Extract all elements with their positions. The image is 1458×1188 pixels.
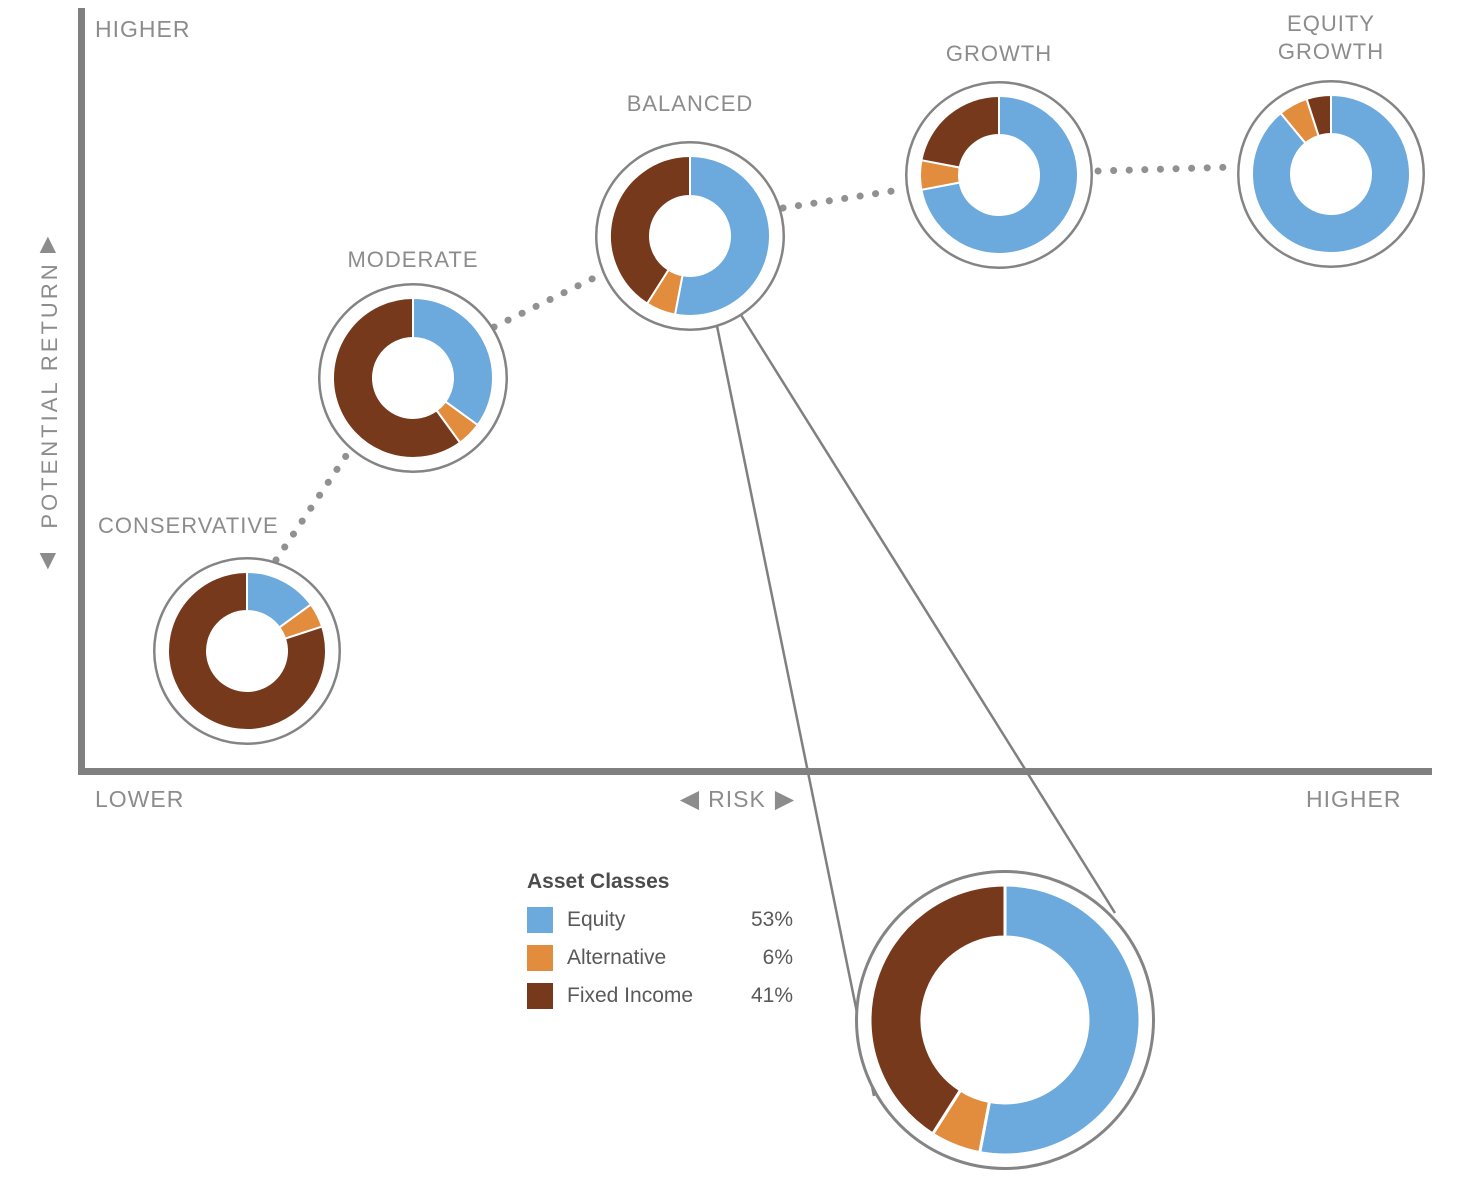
- legend-row-equity: Equity 53%: [527, 906, 793, 933]
- legend-value: 41%: [750, 983, 793, 1007]
- legend: Asset Classes Equity 53% Alternative 6% …: [527, 870, 793, 1020]
- legend-row-fixed-income: Fixed Income 41%: [527, 982, 793, 1009]
- x-axis-title: RISK: [708, 786, 766, 812]
- legend-label: Equity: [567, 907, 626, 931]
- donut-balanced-magnified: [855, 870, 1155, 1175]
- portfolio-title-moderate: MODERATE: [347, 247, 479, 272]
- callout-line-right: [739, 314, 1117, 914]
- x-axis-title-group: ◀ RISK ▶: [637, 786, 837, 813]
- legend-title: Asset Classes: [527, 870, 670, 893]
- x-axis-lower-label: LOWER: [95, 786, 185, 812]
- alternative-swatch-icon: [527, 944, 553, 971]
- x-axis-line: [78, 768, 1432, 775]
- legend-label: Alternative: [567, 945, 667, 969]
- y-axis-line: [78, 8, 85, 775]
- portfolio-title-equity-growth: EQUITY GROWTH: [1277, 11, 1385, 64]
- portfolio-title-conservative: CONSERVATIVE: [98, 513, 279, 538]
- arrow-left-icon: ◀: [679, 785, 700, 813]
- portfolio-title-balanced: BALANCED: [626, 91, 754, 116]
- dotted-connector-growth-equitygrowth: [1094, 163, 1240, 175]
- y-axis-title: POTENTIAL RETURN: [37, 261, 62, 529]
- dotted-connector-balanced-growth: [779, 186, 903, 212]
- donut-equity-growth: [1237, 80, 1425, 273]
- legend-value: 53%: [750, 907, 793, 931]
- fixed-income-swatch-icon: [527, 982, 553, 1009]
- legend-value: 6%: [762, 945, 793, 969]
- x-axis-higher-label: HIGHER: [1306, 786, 1402, 812]
- arrow-right-icon: ▶: [774, 785, 795, 813]
- donut-conservative: [153, 557, 341, 750]
- y-axis-higher-label: HIGHER: [95, 16, 191, 42]
- donut-balanced: [595, 141, 785, 336]
- legend-label: Fixed Income: [567, 983, 694, 1007]
- donut-growth: [905, 81, 1093, 274]
- legend-row-alternative: Alternative 6%: [527, 944, 793, 971]
- arrow-down-icon: ▼: [34, 544, 62, 575]
- equity-swatch-icon: [527, 906, 553, 933]
- portfolio-title-growth: GROWTH: [945, 41, 1053, 66]
- arrow-up-icon: ▲: [34, 228, 62, 259]
- donut-moderate: [318, 283, 508, 478]
- dotted-connector-moderate-balanced: [490, 272, 602, 331]
